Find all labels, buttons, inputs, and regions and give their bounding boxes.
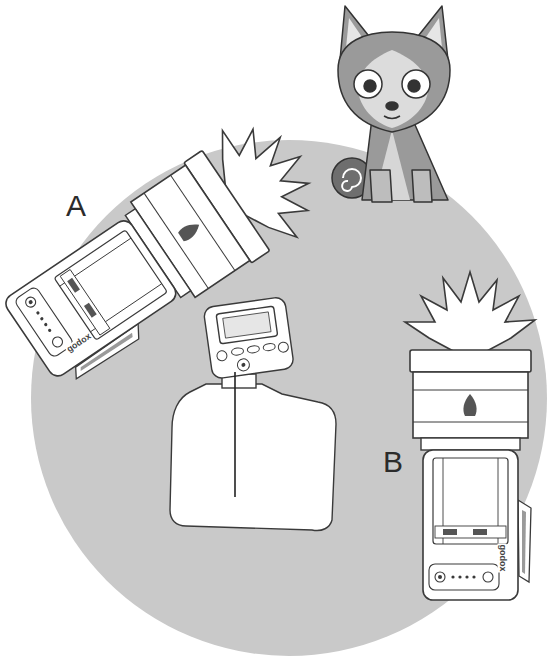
flash-label: B (383, 447, 403, 477)
dog (332, 6, 450, 202)
range-circle (31, 140, 547, 656)
brand-logo: godox (64, 331, 93, 355)
flash-label: A (66, 191, 86, 221)
camera (170, 297, 336, 531)
brand-logo: godox (498, 544, 507, 573)
